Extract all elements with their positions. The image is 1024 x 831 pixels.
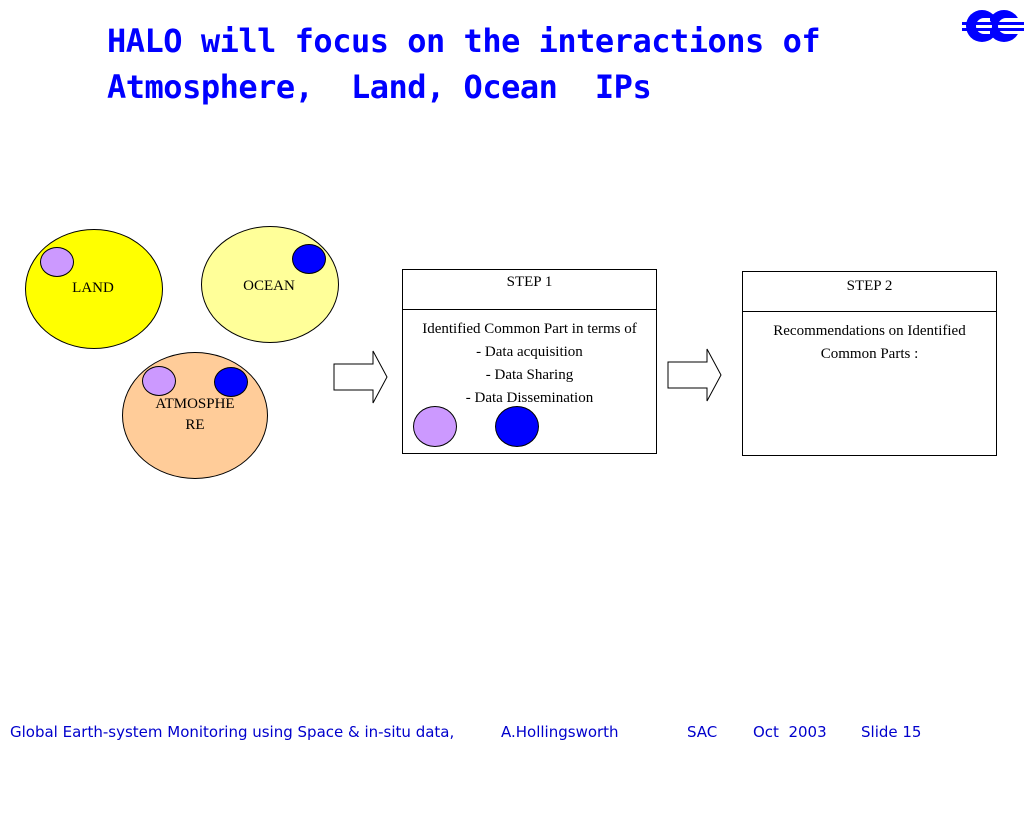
step-1-purple-dot bbox=[413, 406, 457, 447]
footer-date: Oct 2003 bbox=[753, 723, 827, 741]
footer-org: SAC bbox=[687, 723, 718, 741]
slide-title-line-2: Atmosphere, Land, Ocean IPs bbox=[107, 68, 652, 106]
step-1-line: - Data Dissemination bbox=[465, 390, 594, 406]
ocean-label: OCEAN bbox=[243, 278, 295, 294]
step-2-header: STEP 2 bbox=[743, 272, 996, 312]
footer-project: Global Earth-system Monitoring using Spa… bbox=[10, 723, 455, 741]
step-1-line: - Data acquisition bbox=[476, 344, 583, 360]
right-arrow-icon bbox=[667, 348, 722, 402]
atmosphere-purple-dot bbox=[142, 366, 176, 396]
footer-slide-number: Slide 15 bbox=[861, 723, 922, 741]
atmosphere-blue-dot bbox=[214, 367, 248, 397]
right-arrow-icon bbox=[333, 350, 388, 404]
step-1-body: Identified Common Part in terms of - Dat… bbox=[403, 310, 656, 410]
land-purple-dot bbox=[40, 247, 74, 277]
land-label: LAND bbox=[72, 280, 114, 296]
ocean-blue-dot bbox=[292, 244, 326, 274]
atmosphere-label: ATMOSPHE RE bbox=[140, 394, 250, 436]
atmosphere-label-line-2: RE bbox=[185, 417, 205, 433]
step-2-line: Recommendations on Identified bbox=[773, 323, 966, 339]
footer: Global Earth-system Monitoring using Spa… bbox=[10, 723, 1010, 831]
step-2-box: STEP 2 Recommendations on Identified Com… bbox=[742, 271, 997, 456]
step-1-line: Identified Common Part in terms of bbox=[422, 321, 637, 337]
step-1-header: STEP 1 bbox=[403, 270, 656, 310]
atmosphere-label-line-1: ATMOSPHE bbox=[155, 396, 235, 412]
step-2-body: Recommendations on Identified Common Par… bbox=[743, 312, 996, 366]
step-1-blue-dot bbox=[495, 406, 539, 447]
slide-title: HALO will focus on the interactions of A… bbox=[107, 18, 947, 110]
ecmwf-logo-icon bbox=[962, 10, 1024, 42]
step-2-line: Common Parts : bbox=[820, 346, 919, 362]
step-1-line: - Data Sharing bbox=[485, 367, 574, 383]
slide-title-line-1: HALO will focus on the interactions of bbox=[107, 22, 821, 60]
footer-author: A.Hollingsworth bbox=[501, 723, 619, 741]
